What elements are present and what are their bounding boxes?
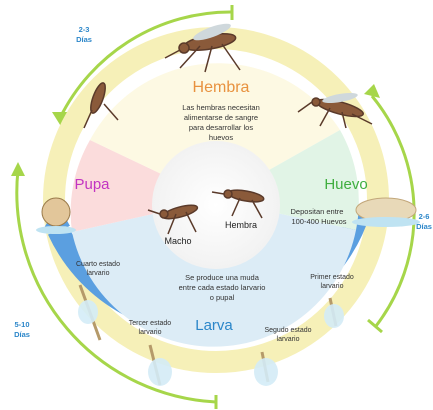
description-larva-line-1: Se produce una muda (185, 273, 260, 282)
larval-label-tercer-line-2: larvario (139, 329, 162, 336)
larval-label-cuarto-line-1: Cuarto estado (76, 261, 120, 268)
stage-label-larva: Larva (195, 317, 233, 334)
description-larva-line-3: o pupal (210, 293, 235, 302)
duration-left-value: 5-10 (14, 320, 29, 329)
description-hembra-line-4: huevos (209, 133, 233, 142)
duration-right-unit: Días (416, 222, 432, 231)
center-label-hembra: Hembra (225, 220, 257, 230)
description-hembra-line-3: para desarrollar los (189, 123, 253, 132)
arrow-head-right (364, 84, 380, 98)
larval-label-primer-line-1: Primer estado (310, 274, 354, 281)
description-huevo: Depositan entre 100-400 Huevos (291, 207, 347, 226)
stage-label-huevo: Huevo (324, 176, 367, 193)
duration-right-value: 2-6 (419, 212, 430, 221)
description-hembra-line-2: alimentarse de sangre (184, 113, 258, 122)
duration-right: 2-6 Días (416, 212, 432, 231)
egg-raft-icon (352, 198, 420, 227)
larval-label-segundo-line-2: larvario (277, 336, 300, 343)
arrow-head-left (11, 162, 25, 176)
duration-top-unit: Días (76, 35, 92, 44)
stage-label-hembra: Hembra (193, 79, 250, 96)
description-huevo-line-2: 100-400 Huevos (291, 217, 346, 226)
center-circle (152, 141, 280, 269)
larval-label-tercer-line-1: Tercer estado (129, 320, 172, 327)
description-larva-line-2: entre cada estado larvario (179, 283, 266, 292)
duration-left: 5-10 Días (14, 320, 30, 339)
duration-top-value: 2-3 (79, 25, 90, 34)
duration-top: 2-3 Días (76, 25, 92, 44)
description-hembra-line-1: Las hembras necesitan (182, 103, 260, 112)
larval-label-primer-line-2: larvario (321, 283, 344, 290)
larval-label-segundo-line-1: Segudo estado (264, 327, 311, 334)
stage-label-pupa: Pupa (74, 176, 110, 193)
larval-label-cuarto-line-2: larvario (87, 270, 110, 277)
center-label-macho: Macho (164, 236, 191, 246)
description-huevo-line-1: Depositan entre (291, 207, 344, 216)
duration-left-unit: Días (14, 330, 30, 339)
pupa-icon (36, 198, 76, 234)
